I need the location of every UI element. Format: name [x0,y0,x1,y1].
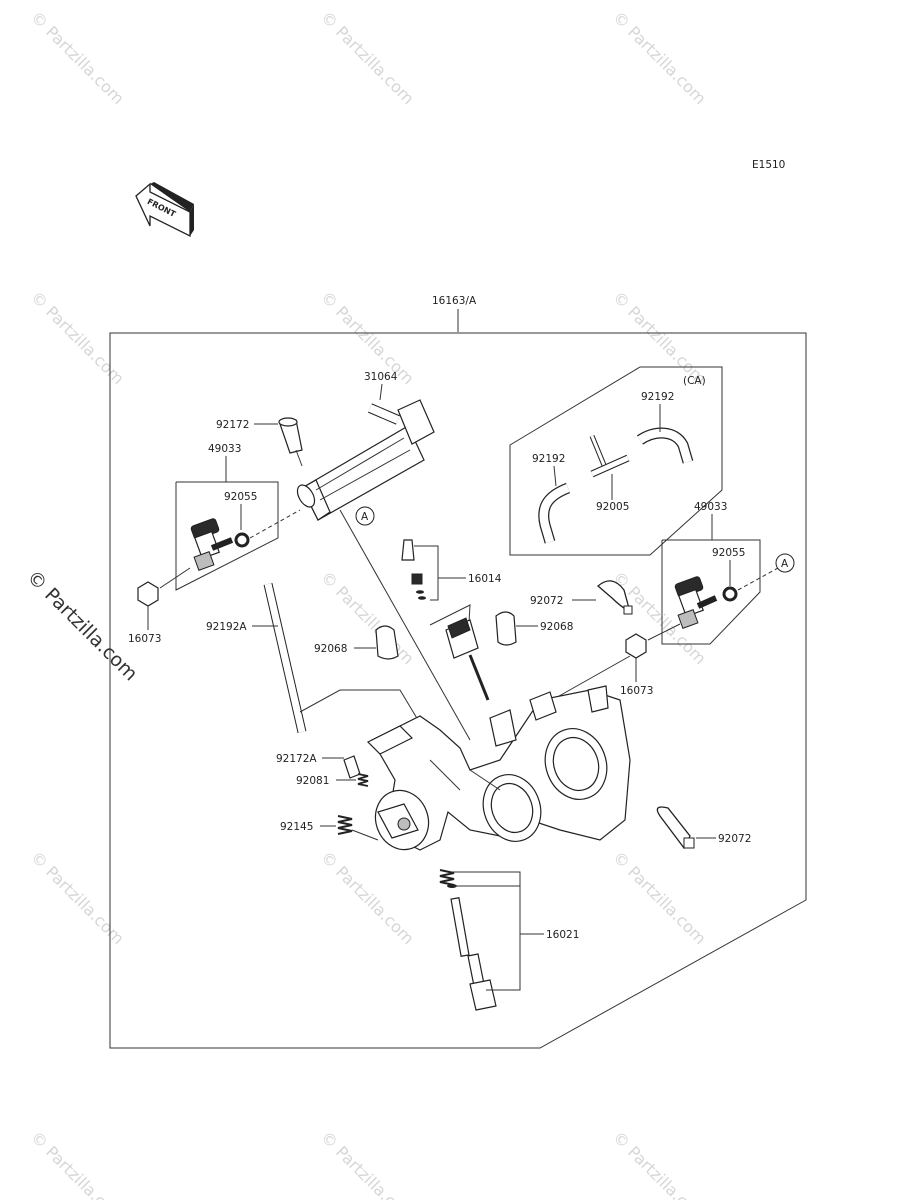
sensor-connector [445,617,490,701]
watermark-text: © Partzilla.com [27,847,128,948]
part-label-92172A: 92172A [276,753,317,765]
throttle-position-sensor [374,789,430,851]
leader-line [339,509,471,741]
spring-92145 [337,815,353,835]
cushion-16073-left [137,581,159,607]
part-label-92192A: 92192A [206,621,247,633]
part-label-16073-left: 16073 [128,633,161,645]
leader-line [299,689,431,741]
idle-screw-16021 [439,869,497,1011]
sensor-16014 [401,539,426,600]
o-ring-left [234,532,250,548]
watermark-text: © Partzilla.com [27,7,128,108]
watermark-text: © Partzilla.com [317,7,418,108]
leader-line [553,465,557,487]
hose-92192A [263,582,307,734]
watermark-text: © Partzilla.com [609,1127,710,1200]
ca-subassembly-frame [509,366,723,556]
cap-92068-left [375,625,399,660]
leader-line [414,545,439,601]
o-ring-right [722,586,738,602]
ca-label: (CA) [683,375,706,387]
part-label-92072-bottom: 92072 [718,833,751,845]
vacuum-hose-left [538,482,571,544]
watermark-text: © Partzilla.com [27,1127,128,1200]
background-watermarks: © Partzilla.com © Partzilla.com © Partzi… [27,7,710,1204]
vacuum-hose-right [636,427,694,464]
leader-line [737,567,779,591]
part-label-92192-left: 92192 [532,453,565,465]
leader-line [249,509,301,539]
partzilla-watermark: © Partzilla.com [22,566,141,685]
callout-a-label: A [361,511,369,523]
clamp-lock [683,837,695,849]
part-label-92055-right: 92055 [712,547,745,559]
injector-group-left [175,481,279,591]
assembly-frame [109,332,807,1049]
diagram-code: E1510 [752,159,785,171]
clamp-92072-bottom [656,806,691,850]
leader-line [351,829,379,841]
part-label-16014: 16014 [468,573,502,585]
throttle-body [366,685,631,851]
part-label-92005: 92005 [596,501,629,513]
clamp-lock [623,605,633,615]
part-label-92081: 92081 [296,775,329,787]
part-label-92055-left: 92055 [224,491,257,503]
callout-a-left [355,506,375,526]
callout-a-label: A [781,558,789,570]
cushion-16073-right [625,633,647,659]
screw-92172A [343,755,361,779]
leader-line [647,623,681,641]
part-label-92068-left: 92068 [314,643,347,655]
part-label-16073-right: 16073 [620,685,653,697]
part-label-92068-right: 92068 [540,621,573,633]
fuel-injector-right [674,576,718,629]
hose-tee-fitting [589,435,630,478]
watermark-text: © Partzilla.com [609,7,710,108]
part-label-92145: 92145 [280,821,313,833]
injector-group-right [661,539,761,645]
part-label-31064: 31064 [364,371,398,383]
cap-92068-right [495,611,517,646]
watermark-text: © Partzilla.com [317,1127,418,1200]
spring-92081 [357,773,369,787]
leader-line [452,871,521,991]
part-label-92172: 92172 [216,419,249,431]
part-label-49033-left: 49033 [208,443,241,455]
callout-a-right [775,553,795,573]
part-label-16021: 16021 [546,929,579,941]
leader-line [159,567,191,589]
screw-92172 [278,417,303,467]
watermark-text: © Partzilla.com [27,287,128,388]
part-label-92072-top: 92072 [530,595,563,607]
fuel-rail [296,399,435,521]
assembly-label: 16163/A [432,295,477,307]
part-label-49033-right: 49033 [694,501,727,513]
leader-line [379,383,383,401]
watermark-text: © Partzilla.com [609,287,710,388]
watermark-text: © Partzilla.com [609,847,710,948]
watermark-text: © Partzilla.com [317,847,418,948]
part-label-92192-top: 92192 [641,391,674,403]
fuel-injector-left [190,518,234,571]
leader-line [551,655,631,701]
front-arrow-icon: FRONT [135,182,194,238]
